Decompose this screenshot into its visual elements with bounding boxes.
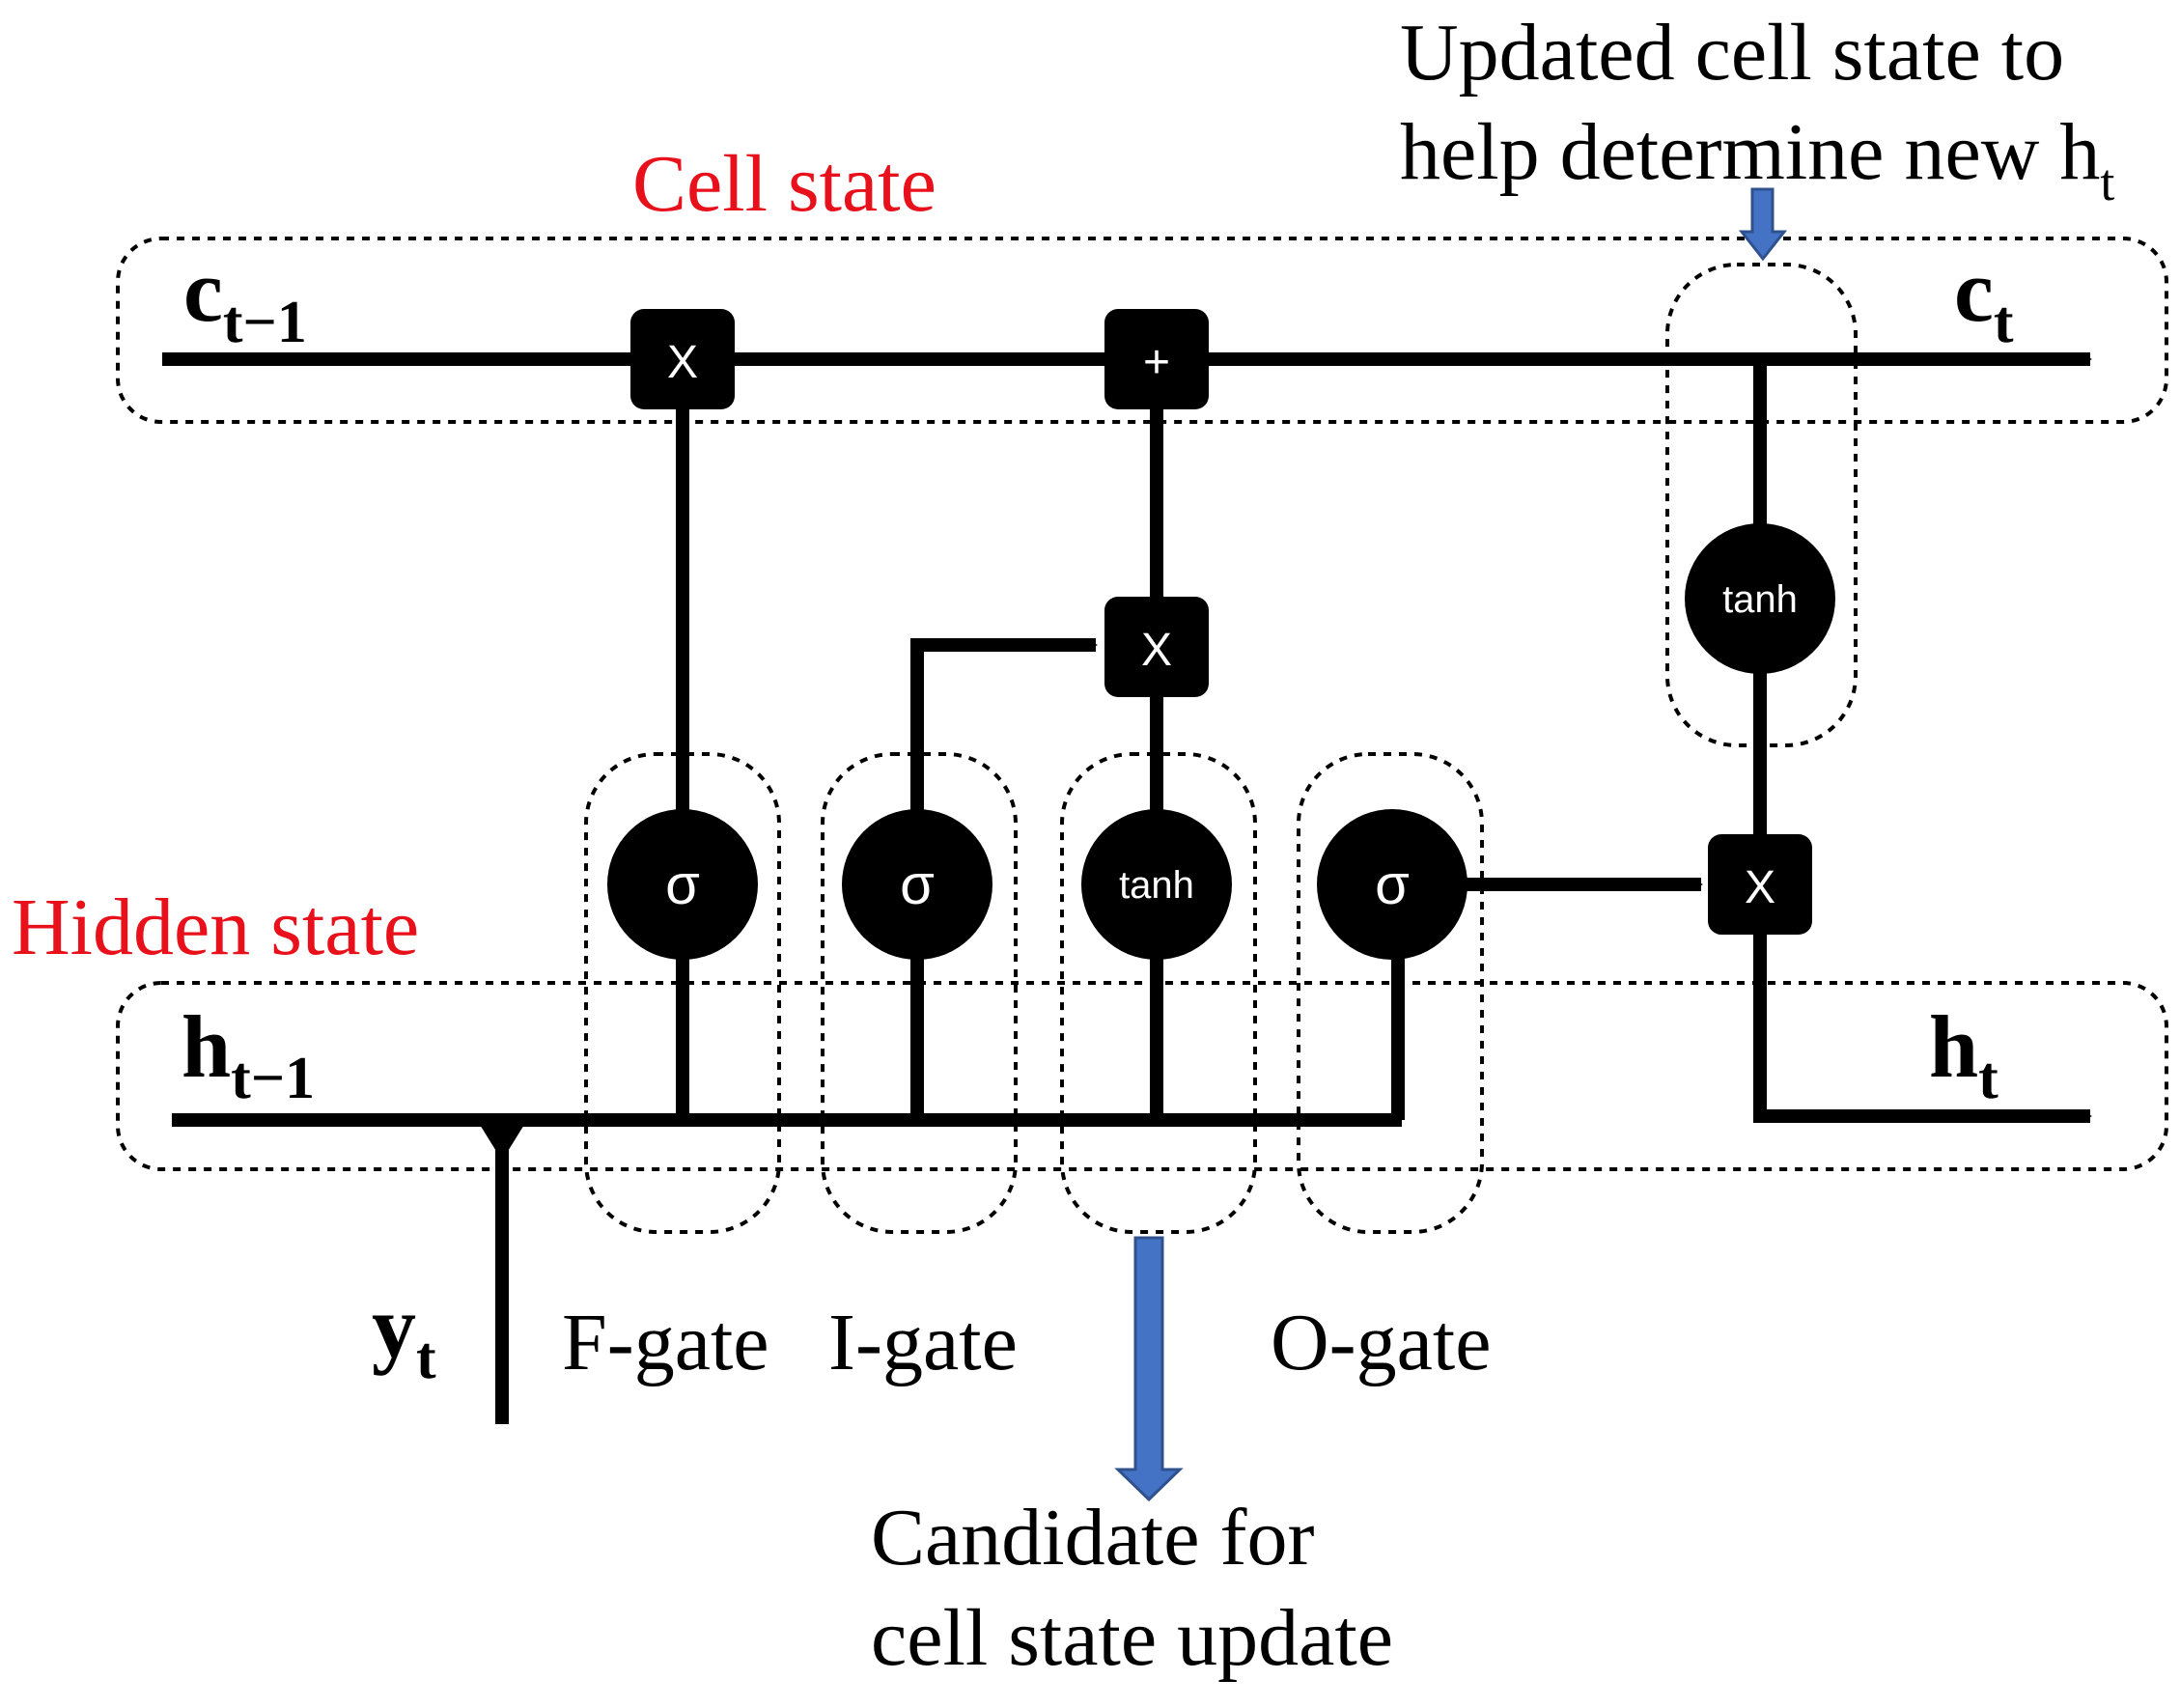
output-gate-outline: [1297, 752, 1484, 1234]
y-t-label: yt: [372, 1277, 436, 1391]
annotation-arrows: [1114, 187, 1788, 1502]
cell-state-label: Cell state: [632, 139, 936, 229]
output-sigma-node: [1317, 809, 1467, 960]
candidate-annotation-line2: cell state update: [871, 1593, 1393, 1683]
c-t-label: ct: [1954, 241, 2014, 355]
operators: X + X X: [630, 309, 1812, 935]
forget-multiply-symbol: X: [667, 337, 698, 388]
activations: σ σ tanh σ tanh: [607, 523, 1835, 960]
forget-multiply-node: [630, 309, 735, 409]
cell-tanh-symbol: tanh: [1722, 578, 1798, 621]
updated-cell-state-arrow: [1738, 187, 1788, 262]
candidate-tanh-symbol: tanh: [1119, 864, 1194, 907]
ht-output-line: [1753, 884, 2092, 1123]
forget-sigma-node: [607, 809, 758, 960]
hidden-state-label: Hidden state: [12, 882, 419, 972]
input-sigma-symbol: σ: [900, 854, 935, 916]
input-sigma-node: [842, 809, 992, 960]
forget-sigma-symbol: σ: [665, 854, 700, 916]
hidden-state-band: [116, 981, 2168, 1171]
candidate-annotation: Candidate for: [871, 1493, 1315, 1582]
f-gate-label: F-gate: [562, 1298, 769, 1387]
input-gate-line: [910, 638, 1098, 1120]
input-gate-outline: [821, 752, 1018, 1234]
cell-add-symbol: +: [1143, 337, 1170, 388]
cell-add-node: [1104, 309, 1209, 409]
candidate-arrow: [1114, 1236, 1184, 1502]
o-gate-label: O-gate: [1271, 1298, 1492, 1387]
input-multiply-symbol: X: [1141, 625, 1172, 676]
yt-junction: [477, 1120, 527, 1161]
candidate-gate-outline: [1060, 752, 1257, 1234]
h-t-label: ht: [1929, 997, 1998, 1111]
updated-cell-state-annotation: Updated cell state to: [1400, 8, 2064, 98]
cell-tanh-node: [1685, 523, 1835, 674]
updated-cell-state-annotation-line2: help determine new ht: [1400, 107, 2114, 211]
candidate-tanh-node: [1081, 809, 1232, 960]
input-multiply-node: [1104, 597, 1209, 697]
i-gate-label: I-gate: [828, 1298, 1018, 1387]
cell-state-band: [116, 237, 2168, 424]
forget-gate-outline: [584, 752, 781, 1234]
output-multiply-node: [1708, 834, 1812, 935]
c-prev-label: ct−1: [183, 241, 307, 355]
output-multiply-symbol: X: [1745, 862, 1775, 913]
h-prev-label: ht−1: [182, 997, 315, 1111]
output-sigma-symbol: σ: [1375, 854, 1410, 916]
